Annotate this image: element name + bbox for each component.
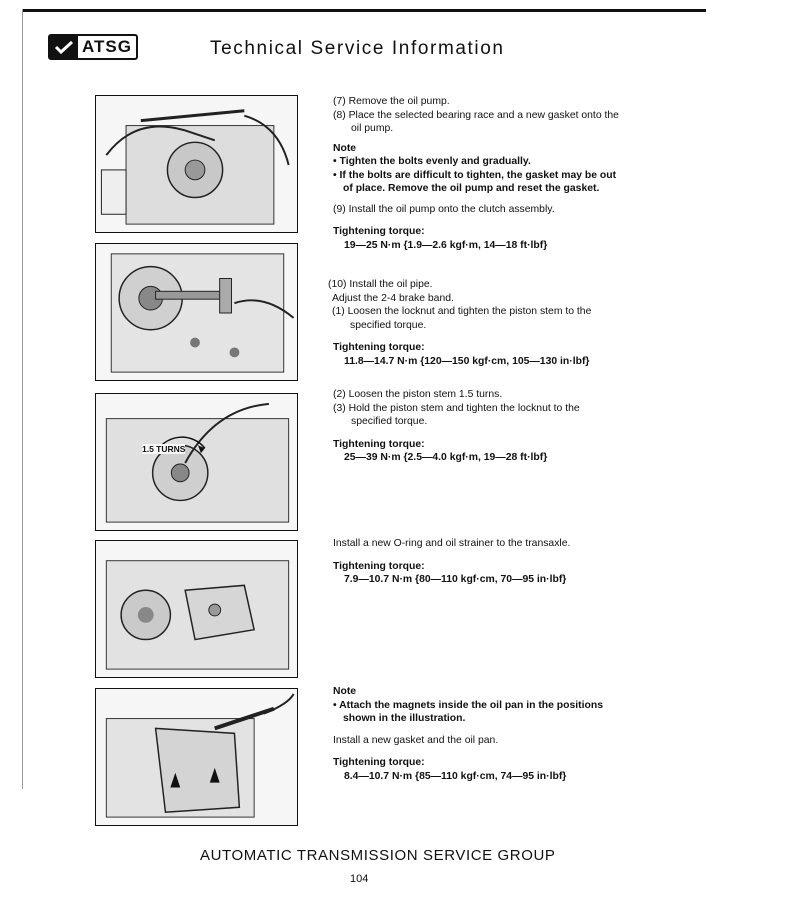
- figure-oil-strainer: [95, 540, 298, 678]
- note-label: Note: [333, 142, 357, 154]
- left-margin-rule: [22, 9, 23, 789]
- torque-value: 7.9—10.7 N·m {80—110 kgf·cm, 70—95 in·lb…: [344, 574, 567, 585]
- torque-value: 11.8—14.7 N·m {120—150 kgf·cm, 105—130 i…: [344, 355, 590, 367]
- torque-label: Tightening torque:: [333, 560, 425, 572]
- figure-callout-turns: 1.5 TURNS: [142, 444, 186, 454]
- note-item: • Attach the magnets inside the oil pan …: [333, 699, 603, 725]
- checkmark-icon: [50, 36, 78, 58]
- page-number: 104: [350, 873, 369, 885]
- section-oil-pan: Note • Attach the magnets inside the oil…: [333, 685, 623, 783]
- page-title: Technical Service Information: [210, 38, 505, 59]
- step-remove-oil-pump: (7) Remove the oil pump.: [333, 96, 450, 107]
- section-oil-pump: (7) Remove the oil pump. (8) Place the s…: [333, 95, 623, 252]
- torque-value: 8.4—10.7 N·m {85—110 kgf·cm, 74—95 in·lb…: [344, 770, 567, 782]
- install-oil-pan: Install a new gasket and the oil pan.: [333, 734, 499, 746]
- top-rule: [22, 9, 706, 12]
- install-oil-strainer: Install a new O-ring and oil strainer to…: [333, 538, 571, 549]
- substep-loosen-piston-stem: (2) Loosen the piston stem 1.5 turns.: [333, 389, 503, 400]
- figure-brake-band-adjust: [95, 243, 298, 381]
- note-item: • If the bolts are difficult to tighten,…: [333, 169, 617, 195]
- substep-tighten-locknut: (3) Hold the piston stem and tighten the…: [333, 402, 580, 428]
- logo-text: ATSG: [82, 37, 132, 56]
- figure-piston-stem-turns: 1.5 TURNS: [95, 393, 298, 531]
- figure-oil-pump-removal: [95, 95, 298, 233]
- note-item: • Tighten the bolts evenly and gradually…: [333, 156, 531, 167]
- atsg-logo: ATSG: [48, 34, 138, 60]
- torque-label: Tightening torque:: [333, 757, 425, 768]
- figure-oil-pan-magnets: [95, 688, 298, 826]
- step-place-bearing-race: (8) Place the selected bearing race and …: [333, 109, 619, 135]
- torque-label: Tightening torque:: [333, 438, 425, 450]
- step-install-oil-pump: (9) Install the oil pump onto the clutch…: [333, 203, 555, 215]
- section-piston-stem: (2) Loosen the piston stem 1.5 turns. (3…: [333, 388, 623, 465]
- section-oil-strainer: Install a new O-ring and oil strainer to…: [333, 537, 623, 587]
- step-install-oil-pipe: (10) Install the oil pipe.: [328, 279, 433, 290]
- substep-loosen-locknut: (1) Loosen the locknut and tighten the p…: [332, 306, 592, 331]
- section-oil-pipe-brake-band: (10) Install the oil pipe. Adjust the 2-…: [328, 278, 618, 368]
- note-label: Note: [333, 686, 357, 697]
- footer-title: AUTOMATIC TRANSMISSION SERVICE GROUP: [200, 847, 556, 864]
- adjust-brake-band: Adjust the 2-4 brake band.: [332, 292, 454, 304]
- torque-label: Tightening torque:: [333, 342, 425, 353]
- torque-label: Tightening torque:: [333, 226, 425, 237]
- torque-value: 19—25 N·m {1.9—2.6 kgf·m, 14—18 ft·lbf}: [344, 239, 548, 251]
- torque-value: 25—39 N·m {2.5—4.0 kgf·m, 19—28 ft·lbf}: [344, 452, 548, 463]
